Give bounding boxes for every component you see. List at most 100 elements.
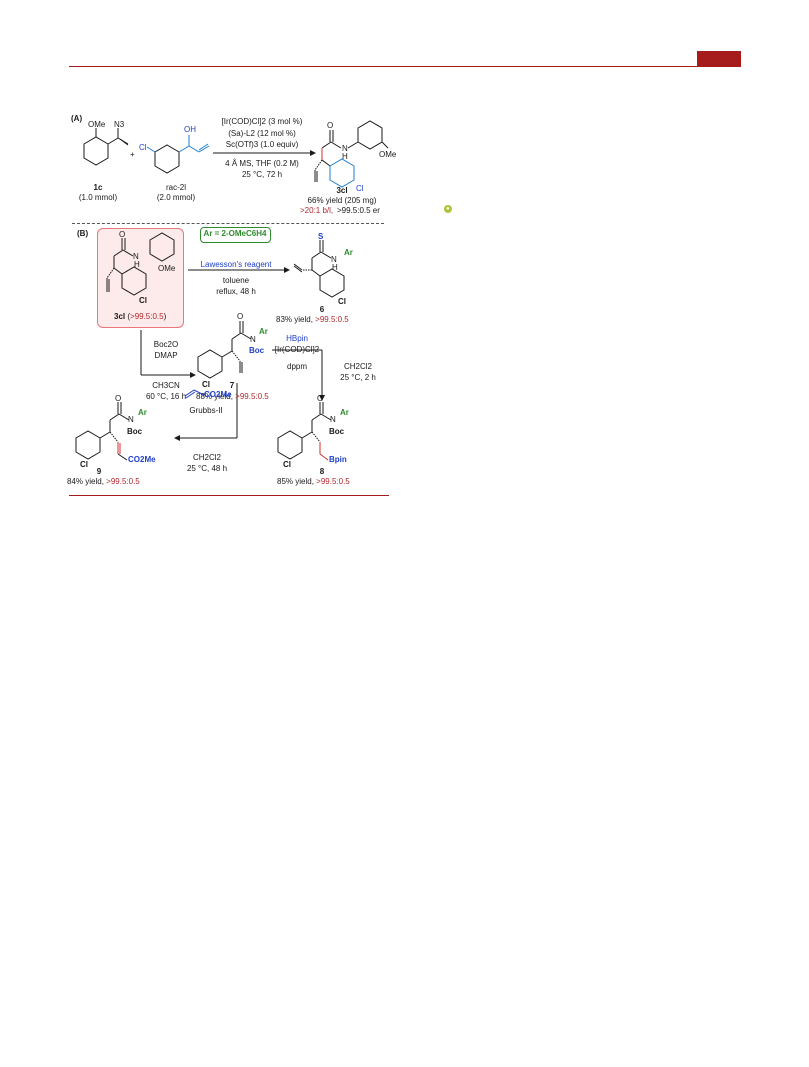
6-s-label: S [318, 232, 324, 241]
arrow-9-head [174, 435, 180, 441]
arrow-8-head [319, 395, 325, 401]
hb-cond-2: 25 °C, 2 h [340, 373, 376, 382]
boxed-3cl-aryl-ring [121, 266, 147, 296]
7-o-label: O [237, 312, 244, 321]
9-ar-label: Ar [138, 408, 147, 417]
7-n-label: N [250, 335, 256, 344]
cm-cond-2: 25 °C, 48 h [186, 464, 228, 473]
boxed-3cl-caption: 3cl (>99.5:0.5) [114, 312, 167, 321]
boxed-n-label: N [133, 252, 139, 261]
1c-id: 1c [93, 183, 103, 192]
9-aryl-ring [75, 430, 101, 460]
9-o-label: O [115, 394, 122, 403]
6-n-label: N [331, 255, 337, 264]
plus-sign: + [130, 150, 135, 159]
acrylate-label: CO2Me [204, 390, 232, 399]
3cl-cl-label: Cl [356, 184, 364, 193]
arrow-6-head [284, 267, 290, 273]
2l-amount: (2.0 mmol) [156, 193, 196, 202]
7-id: 7 [229, 381, 235, 390]
boc-reagent-1: Boc2O [153, 340, 179, 349]
7-boc-label: Boc [249, 346, 265, 355]
boc-cond-2: 60 °C, 16 h [145, 392, 187, 401]
boxed-h-label: H [134, 260, 140, 269]
section-a-label: (A) [71, 114, 83, 123]
6-h-label: H [332, 263, 338, 272]
boxed-o-label: O [119, 230, 126, 239]
1c-benzene-ring [83, 136, 109, 166]
3cl-selectivity: >20:1 b/l, [300, 206, 334, 215]
hb-reagent-3: dppm [286, 362, 308, 371]
9-yield: 84% yield, >99.5:0.5 [67, 477, 140, 486]
hb-reagent-2: [Ir(COD)Cl]2 [274, 345, 320, 354]
8-n-label: N [330, 415, 336, 424]
9-boc-label: Boc [127, 427, 143, 436]
2l-oh-label: OH [184, 125, 196, 134]
start-material-box [97, 228, 184, 328]
ar-definition: Ar = 2-OMeC6H4 [203, 229, 267, 238]
6-cl-label: Cl [338, 297, 346, 306]
8-o-label: O [317, 394, 324, 403]
8-aryl-ring [277, 430, 303, 460]
header-rule [69, 66, 741, 67]
status-dot-icon: ● [444, 205, 452, 213]
boxed-cl-label: Cl [139, 296, 147, 305]
8-boc-label: Boc [329, 427, 345, 436]
cond-a-4: 4 Å MS, THF (0.2 M) [225, 159, 299, 168]
6-aryl-ring [319, 268, 345, 298]
7-yield: 88% yield, >99.5:0.5 [196, 392, 269, 401]
cond-a-5: 25 °C, 72 h [241, 170, 283, 179]
8-yield: 85% yield, >99.5:0.5 [277, 477, 350, 486]
lawesson-reagent: Lawesson's reagent [200, 260, 272, 269]
1c-ome-label: OMe [88, 120, 106, 129]
3cl-o-label: O [327, 121, 334, 130]
cond-a-2: (Sa)-L2 (12 mol %) [228, 129, 296, 138]
8-ar-label: Ar [340, 408, 349, 417]
1c-n3-label: N3 [114, 120, 125, 129]
6-ar-label: Ar [344, 248, 353, 257]
boc-cond-1: CH3CN [152, 381, 180, 390]
boxed-ome-label: OMe [158, 264, 176, 273]
6-id: 6 [319, 305, 325, 314]
cond-a-1: [Ir(COD)Cl]2 (3 mol %) [221, 117, 303, 126]
9-id: 9 [96, 467, 102, 476]
3cl-anisyl-ring [357, 120, 383, 150]
ar-definition-box [200, 227, 271, 243]
header-accent-block [697, 51, 741, 66]
7-ar-label: Ar [259, 327, 268, 336]
hb-reagent-1: HBpin [286, 334, 308, 343]
grubbs-label: Grubbs-II [189, 406, 223, 415]
3cl-nh-label: N [342, 144, 348, 153]
3cl-id: 3cl [336, 186, 348, 195]
3cl-ome-label: OMe [379, 150, 397, 159]
3cl-aryl-ring [329, 158, 355, 188]
9-ester-label: CO2Me [128, 455, 156, 464]
3cl-yield: 66% yield (205 mg) [307, 196, 377, 205]
thio-cond-2: reflux, 48 h [216, 287, 256, 296]
7-aryl-ring [197, 349, 223, 379]
hb-cond-1: CH2Cl2 [343, 362, 373, 371]
thio-cond-1: toluene [222, 276, 250, 285]
boxed-3cl-anisyl-ring [149, 232, 175, 262]
1c-amount: (1.0 mmol) [78, 193, 118, 202]
8-id: 8 [319, 467, 325, 476]
8-cl-label: Cl [283, 460, 291, 469]
9-n-label: N [128, 415, 134, 424]
3cl-er: >99.5:0.5 er [337, 206, 380, 215]
arrow-a-head [310, 150, 316, 156]
2l-cl-label: Cl [139, 143, 147, 152]
footer-rule [69, 495, 389, 496]
section-divider [72, 223, 384, 224]
arrow-7-head [190, 372, 196, 378]
cond-a-3: Sc(OTf)3 (1.0 equiv) [225, 140, 299, 149]
cm-cond-1: CH2Cl2 [192, 453, 222, 462]
2l-benzene-ring [154, 144, 180, 174]
3cl-h-label: H [342, 152, 348, 161]
6-yield: 83% yield, >99.5:0.5 [276, 315, 349, 324]
section-b-label: (B) [77, 229, 89, 238]
2l-id: rac-2l [165, 183, 187, 192]
boc-reagent-2: DMAP [154, 351, 178, 360]
8-bpin-label: Bpin [329, 455, 347, 464]
9-cl-label: Cl [80, 460, 88, 469]
